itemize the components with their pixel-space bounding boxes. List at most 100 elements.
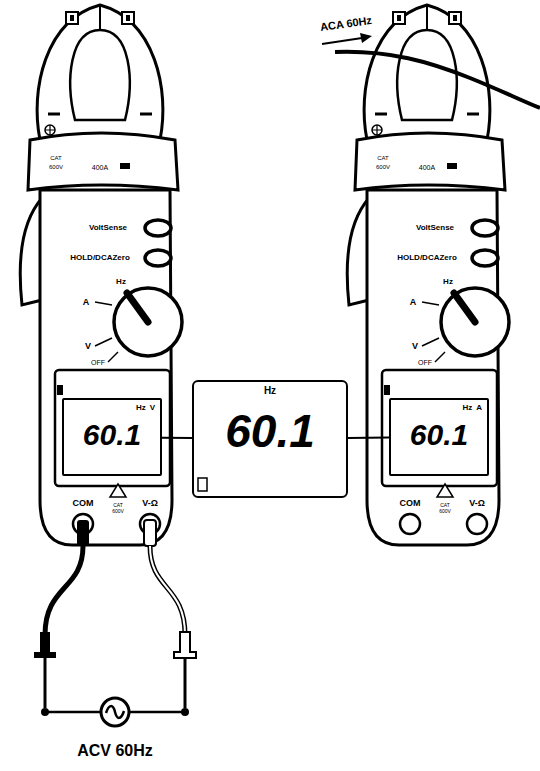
panel-label: 400A [419, 164, 435, 171]
meter-body [367, 190, 499, 545]
jaw-split [99, 5, 101, 30]
push-button [472, 220, 498, 236]
jaw-mark-inner [397, 15, 401, 21]
panel-label: V [85, 342, 91, 351]
jaw-mark [122, 12, 134, 24]
red-lead [150, 546, 185, 635]
jaw-mark [393, 12, 405, 24]
reading-digits: 60.1 [391, 420, 487, 450]
panel-label: CAT [113, 503, 123, 508]
push-button [472, 250, 498, 266]
jaw-alignment-mark [467, 113, 479, 116]
battery-icon [198, 478, 207, 491]
dial-tick [435, 352, 445, 362]
probe-tip [44, 658, 47, 708]
clamp-jaw [364, 5, 490, 140]
reading-digits: 60.1 [194, 408, 346, 454]
probe-tip [184, 658, 187, 708]
panel-label: VoltSense [89, 224, 127, 232]
black-lead [45, 546, 83, 635]
panel-label: COM [400, 499, 421, 508]
push-button [145, 250, 171, 266]
alignment-cross [372, 125, 382, 135]
dial-pointer [127, 293, 148, 322]
dial-tick [95, 338, 112, 346]
black-probe [34, 632, 56, 658]
display-segment [384, 385, 390, 395]
lead-plug [144, 520, 156, 546]
panel-label: Hz [116, 278, 126, 286]
unit-indicator: Hz [136, 403, 146, 412]
jaw-opening [397, 30, 456, 120]
display-annunciators: Hz V [64, 400, 160, 412]
lcd-display: HzA60.1 [389, 398, 489, 476]
display-segment [57, 385, 63, 395]
test-leads [34, 520, 196, 708]
circuit-node [181, 708, 189, 716]
panel-label: 600V [376, 164, 390, 170]
alignment-symbol [372, 125, 382, 135]
jaw-split [426, 5, 428, 30]
unit-indicator: Hz [264, 385, 276, 396]
callout-line [162, 437, 192, 439]
warning-triangle [437, 484, 453, 497]
panel-label: CAT [50, 155, 62, 161]
jaw-alignment-mark [375, 113, 387, 116]
rotary-dial [114, 288, 182, 356]
safety-collar [28, 133, 178, 190]
safety-collar [355, 133, 505, 190]
clamp-jaw [37, 5, 163, 140]
jaw-mark [66, 12, 78, 24]
panel-label: 400A [92, 164, 108, 171]
panel-label: OFF [418, 359, 432, 366]
reading-digits: 60.1 [64, 420, 160, 450]
panel-label: 600V [49, 164, 63, 170]
display-annunciators: Hz [194, 382, 346, 396]
panel-label: CAT [440, 503, 450, 508]
jaw-mark-inner [453, 15, 457, 21]
input-jack [400, 514, 420, 534]
display-bezel [382, 370, 497, 486]
signal-label: ACA 60Hz [319, 15, 372, 33]
circuit-node [41, 708, 49, 716]
current-arrow [322, 38, 362, 44]
jaw-mark-inner [126, 15, 130, 21]
input-jack [467, 514, 487, 534]
dial-tick [422, 302, 439, 305]
panel-label: 600V [439, 509, 451, 514]
meter-body [40, 190, 172, 545]
panel-label: VoltSense [416, 224, 454, 232]
jaw-mark [449, 12, 461, 24]
rotary-dial [441, 288, 509, 356]
panel-label: HOLD/DCAZero [70, 254, 130, 262]
jaw-alignment-mark [140, 113, 152, 116]
dial-tick [422, 338, 439, 346]
red-probe [174, 632, 196, 658]
sine-symbol [106, 706, 124, 718]
panel-label: OFF [91, 359, 105, 366]
panel-label: V-Ω [469, 499, 485, 508]
panel-label: V [412, 342, 418, 351]
panel-label: COM [73, 499, 94, 508]
dial-pointer [454, 293, 475, 322]
clamp-meter [20, 5, 182, 545]
jaw-mark-inner [70, 15, 74, 21]
warning-triangle [110, 484, 126, 497]
unit-indicator: V [150, 403, 155, 412]
lcd-display: Hz V 60.1 [62, 398, 162, 476]
lead-plug [77, 520, 89, 546]
push-button [145, 220, 171, 236]
alignment-symbol [45, 125, 55, 135]
panel-label: HOLD/DCAZero [397, 254, 457, 262]
display-bezel [55, 370, 170, 486]
callout-line [348, 437, 389, 439]
jaw-alignment-mark [48, 113, 60, 116]
conductor-cable [335, 52, 540, 108]
panel-label: V-Ω [142, 499, 158, 508]
current-symbol [447, 163, 457, 169]
unit-indicator: Hz [462, 403, 472, 412]
dial-tick [108, 352, 118, 362]
red-lead-outline [150, 546, 185, 635]
panel-label: 600V [112, 509, 124, 514]
